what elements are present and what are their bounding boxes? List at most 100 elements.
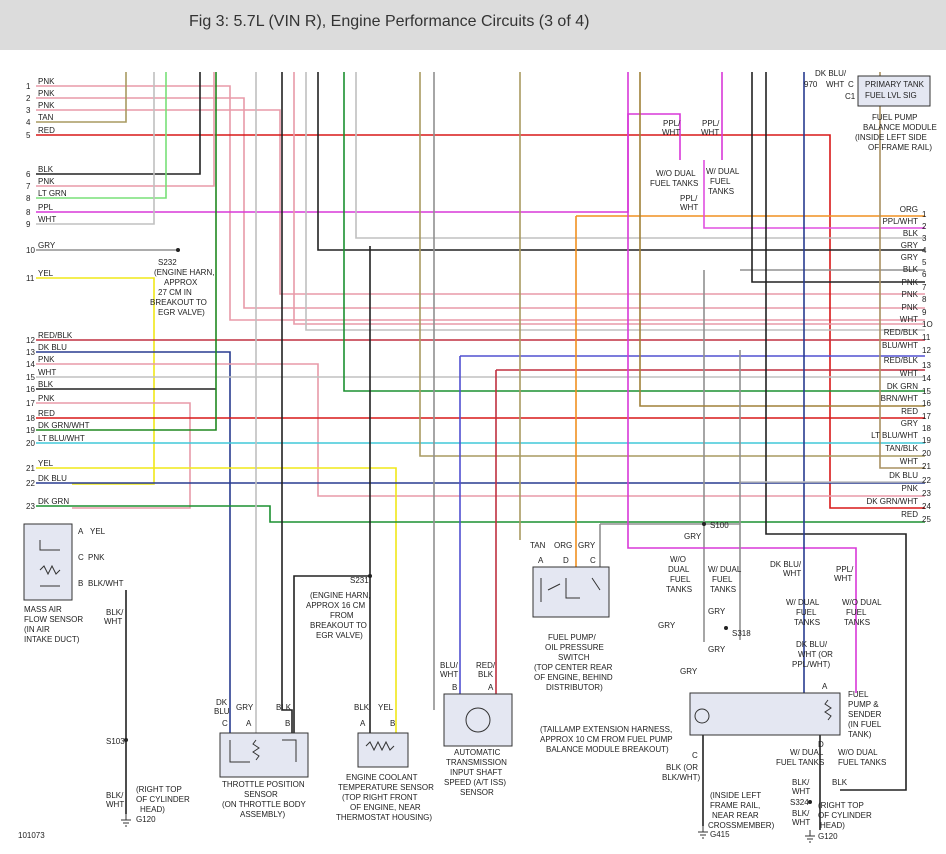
left-pin-number: 4 <box>26 118 31 127</box>
left-pin-label: GRY <box>38 241 56 250</box>
dkbluwht-1a: DK BLU/ <box>770 560 802 569</box>
rth-2b: OF CYLINDER <box>818 811 872 820</box>
tps-pin-a: A <box>246 719 252 728</box>
blk-or-2: BLK/WHT) <box>662 773 701 782</box>
right-pin-number: 23 <box>922 489 931 498</box>
ect-box <box>357 732 409 768</box>
fps-label-2: OIL PRESSURE <box>545 643 604 652</box>
wire-l19-dkgrnwht <box>36 72 217 431</box>
tps-label-2: SENSOR <box>244 790 278 799</box>
left-pin-number: 3 <box>26 106 31 115</box>
wire-v-blk2 <box>317 72 925 251</box>
maf-wire-below-1: BLK/ <box>106 608 124 617</box>
left-pin-number: 11 <box>26 274 35 283</box>
iss-wire-2: WHT <box>440 670 458 679</box>
w-dual-3a: W/ DUAL <box>786 598 820 607</box>
ect-wire-blk: BLK <box>354 703 370 712</box>
sender-label-4: (IN FUEL <box>848 720 882 729</box>
blk-wht-3: BLK/ <box>792 809 810 818</box>
wo-dual-3a: W/O DUAL <box>842 598 882 607</box>
ect-pin-a: A <box>360 719 366 728</box>
ect-label-4: OF ENGINE, NEAR <box>350 803 421 812</box>
wo-dual-2a: W/O <box>670 555 686 564</box>
module-label-3: (INSIDE LEFT SIDE <box>855 133 927 142</box>
wire-l21-yel <box>36 467 397 733</box>
right-pin-label: RED/BLK <box>884 328 919 337</box>
dkbluwht-or-3: PPL/WHT) <box>792 660 831 669</box>
left-pin-label: TAN <box>38 113 54 122</box>
right-pin-number: 11 <box>922 333 931 342</box>
frame-rail-2: FRAME RAIL, <box>710 801 760 810</box>
s232-note-3: 27 CM IN <box>158 288 192 297</box>
right-pin-number: 8 <box>922 295 927 304</box>
ect-symbol-icon <box>365 740 395 752</box>
w-dual-2b: FUEL <box>712 575 733 584</box>
right-pin-number: 6 <box>922 270 927 279</box>
fps-pin-c: C <box>590 556 596 565</box>
ect-label-1: ENGINE COOLANT <box>346 773 418 782</box>
tps-wire-blk: BLK <box>276 703 292 712</box>
s103-dot <box>124 738 128 742</box>
left-pin-number: 20 <box>26 439 35 448</box>
wo-dual-2b: DUAL <box>668 565 690 574</box>
blk-wht-1: BLK/ <box>792 778 810 787</box>
left-pin-number: 2 <box>26 94 31 103</box>
s324-id: S324 <box>790 798 809 807</box>
primary-tank-label: PRIMARY TANK <box>865 80 925 89</box>
tps-label-4: ASSEMBLY) <box>240 810 286 819</box>
primary-tank-box <box>857 75 931 107</box>
w-dual-2c: TANKS <box>710 585 736 594</box>
s100-dot <box>702 522 706 526</box>
left-pin-label: PPL <box>38 203 54 212</box>
primary-tank-label-2: FUEL LVL SIG <box>865 91 917 100</box>
wire-v-wht <box>305 72 925 331</box>
wire-pplwht <box>703 160 925 229</box>
w-dual-1c: TANKS <box>708 187 734 196</box>
left-pin-number: 22 <box>26 479 35 488</box>
wire-l13-dkblu <box>36 351 231 733</box>
s324-dot <box>808 800 812 804</box>
maf-wire-c: PNK <box>88 553 105 562</box>
maf-pin-c: C <box>78 553 84 562</box>
s231-note-2: APPROX 16 CM <box>306 601 365 610</box>
s232-note-4: BREAKOUT TO <box>150 298 207 307</box>
right-pin-label: ORG <box>900 205 918 214</box>
module-label-4: OF FRAME RAIL) <box>868 143 932 152</box>
left-pin-number: 6 <box>26 170 31 179</box>
blk-wht-2: WHT <box>792 787 810 796</box>
maf-label-1: MASS AIR <box>24 605 62 614</box>
iss-wire-1: BLU/ <box>440 661 459 670</box>
left-pin-label: BLK <box>38 380 54 389</box>
gry-2: GRY <box>658 621 676 630</box>
wire-s231-blk <box>293 246 371 733</box>
frame-rail-4: CROSSMEMBER) <box>708 821 775 830</box>
fps-wire-tan: TAN <box>530 541 546 550</box>
s318-id: S318 <box>732 629 751 638</box>
left-pin-number: 5 <box>26 131 31 140</box>
dkbluwht-or-2: WHT (OR <box>798 650 833 659</box>
right-pin-number: 1 <box>922 210 927 219</box>
sender-label-5: TANK) <box>848 730 872 739</box>
s231-dot <box>368 574 372 578</box>
s103-id: S103 <box>106 737 125 746</box>
taillamp-3: BALANCE MODULE BREAKOUT) <box>546 745 669 754</box>
right-pin-label: DK GRN <box>887 382 918 391</box>
iss-sensor-box <box>443 693 513 747</box>
right-pin-label: PPL/WHT <box>882 217 918 226</box>
maf-symbol-icon <box>39 540 61 587</box>
module-label-1: FUEL PUMP <box>872 113 918 122</box>
iss-pin-a: A <box>488 683 494 692</box>
left-pin-label: PNK <box>38 177 55 186</box>
s231-id: S231 <box>350 576 369 585</box>
right-pin-label: RED/BLK <box>884 356 919 365</box>
s232-note-5: EGR VALVE) <box>158 308 205 317</box>
taillamp-2: APPROX 10 CM FROM FUEL PUMP <box>540 735 673 744</box>
s231-note-5: EGR VALVE) <box>316 631 363 640</box>
left-pin-label: BLK <box>38 165 54 174</box>
wire-l14-pnk <box>36 363 925 497</box>
right-connector-pins: 1ORG2PPL/WHT3BLK4GRY5GRY6BLK7PNK8PNK9PNK… <box>866 205 932 524</box>
maf-wire-below-2: WHT <box>104 617 122 626</box>
right-pin-number: 20 <box>922 449 931 458</box>
left-pin-number: 13 <box>26 348 35 357</box>
